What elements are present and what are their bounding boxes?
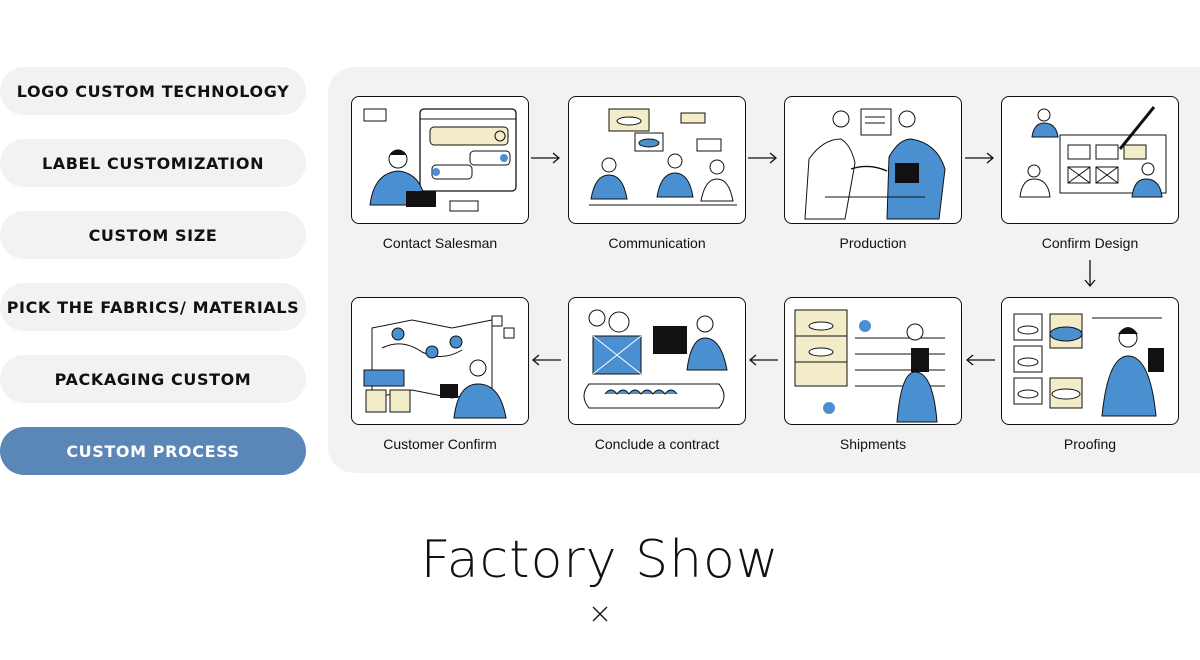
step-label: Confirm Design	[1041, 235, 1139, 251]
arrow-right-icon	[965, 152, 995, 164]
step-label: Conclude a contract	[594, 436, 720, 452]
step-card	[351, 96, 529, 224]
step-label: Contact Salesman	[382, 235, 498, 251]
step-card	[351, 297, 529, 425]
step-card	[784, 96, 962, 224]
person-laptop-chat-icon	[363, 108, 517, 212]
map-delivery-icon	[363, 315, 515, 419]
step-communication[interactable]: Communication	[568, 96, 746, 251]
step-label: Shipments	[839, 436, 907, 452]
step-card	[1001, 96, 1179, 224]
sidebar-menu: LOGO CUSTOM TECHNOLOGY LABEL CUSTOMIZATI…	[0, 67, 306, 499]
arrow-down-icon	[1084, 260, 1096, 288]
menu-item-custom-size[interactable]: CUSTOM SIZE	[0, 211, 306, 259]
design-board-icon	[1019, 106, 1167, 198]
menu-item-label-customization[interactable]: LABEL CUSTOMIZATION	[0, 139, 306, 187]
step-conclude-contract[interactable]: Conclude a contract	[568, 297, 746, 452]
arrow-left-icon	[531, 354, 561, 366]
step-label: Proofing	[1063, 436, 1117, 452]
conveyor-icon	[583, 309, 728, 409]
step-production[interactable]: Production	[784, 96, 962, 251]
process-panel: Contact Salesman Communication	[328, 67, 1200, 473]
step-card	[784, 297, 962, 425]
step-label: Production	[839, 235, 907, 251]
step-proofing[interactable]: Proofing	[1001, 297, 1179, 452]
menu-item-logo-custom-technology[interactable]: LOGO CUSTOM TECHNOLOGY	[0, 67, 306, 115]
menu-item-custom-process[interactable]: CUSTOM PROCESS	[0, 427, 306, 475]
arrow-left-icon	[748, 354, 778, 366]
step-customer-confirm[interactable]: Customer Confirm	[351, 297, 529, 452]
step-card	[1001, 297, 1179, 425]
section-title: Factory Show	[420, 530, 780, 590]
step-confirm-design[interactable]: Confirm Design	[1001, 96, 1179, 251]
menu-item-packaging-custom[interactable]: PACKAGING CUSTOM	[0, 355, 306, 403]
step-label: Communication	[608, 235, 706, 251]
step-card	[568, 297, 746, 425]
step-shipments[interactable]: Shipments	[784, 297, 962, 452]
warehouse-worker-icon	[794, 309, 945, 423]
arrow-right-icon	[531, 152, 561, 164]
team-meeting-icon	[589, 108, 737, 206]
close-icon[interactable]	[590, 604, 610, 624]
hat-samples-icon	[1013, 313, 1164, 417]
arrow-right-icon	[748, 152, 778, 164]
handshake-icon	[804, 108, 946, 220]
step-contact-salesman[interactable]: Contact Salesman	[351, 96, 529, 251]
menu-item-pick-fabrics[interactable]: PICK THE FABRICS/ MATERIALS	[0, 283, 306, 331]
arrow-left-icon	[965, 354, 995, 366]
step-label: Customer Confirm	[383, 436, 497, 452]
step-card	[568, 96, 746, 224]
